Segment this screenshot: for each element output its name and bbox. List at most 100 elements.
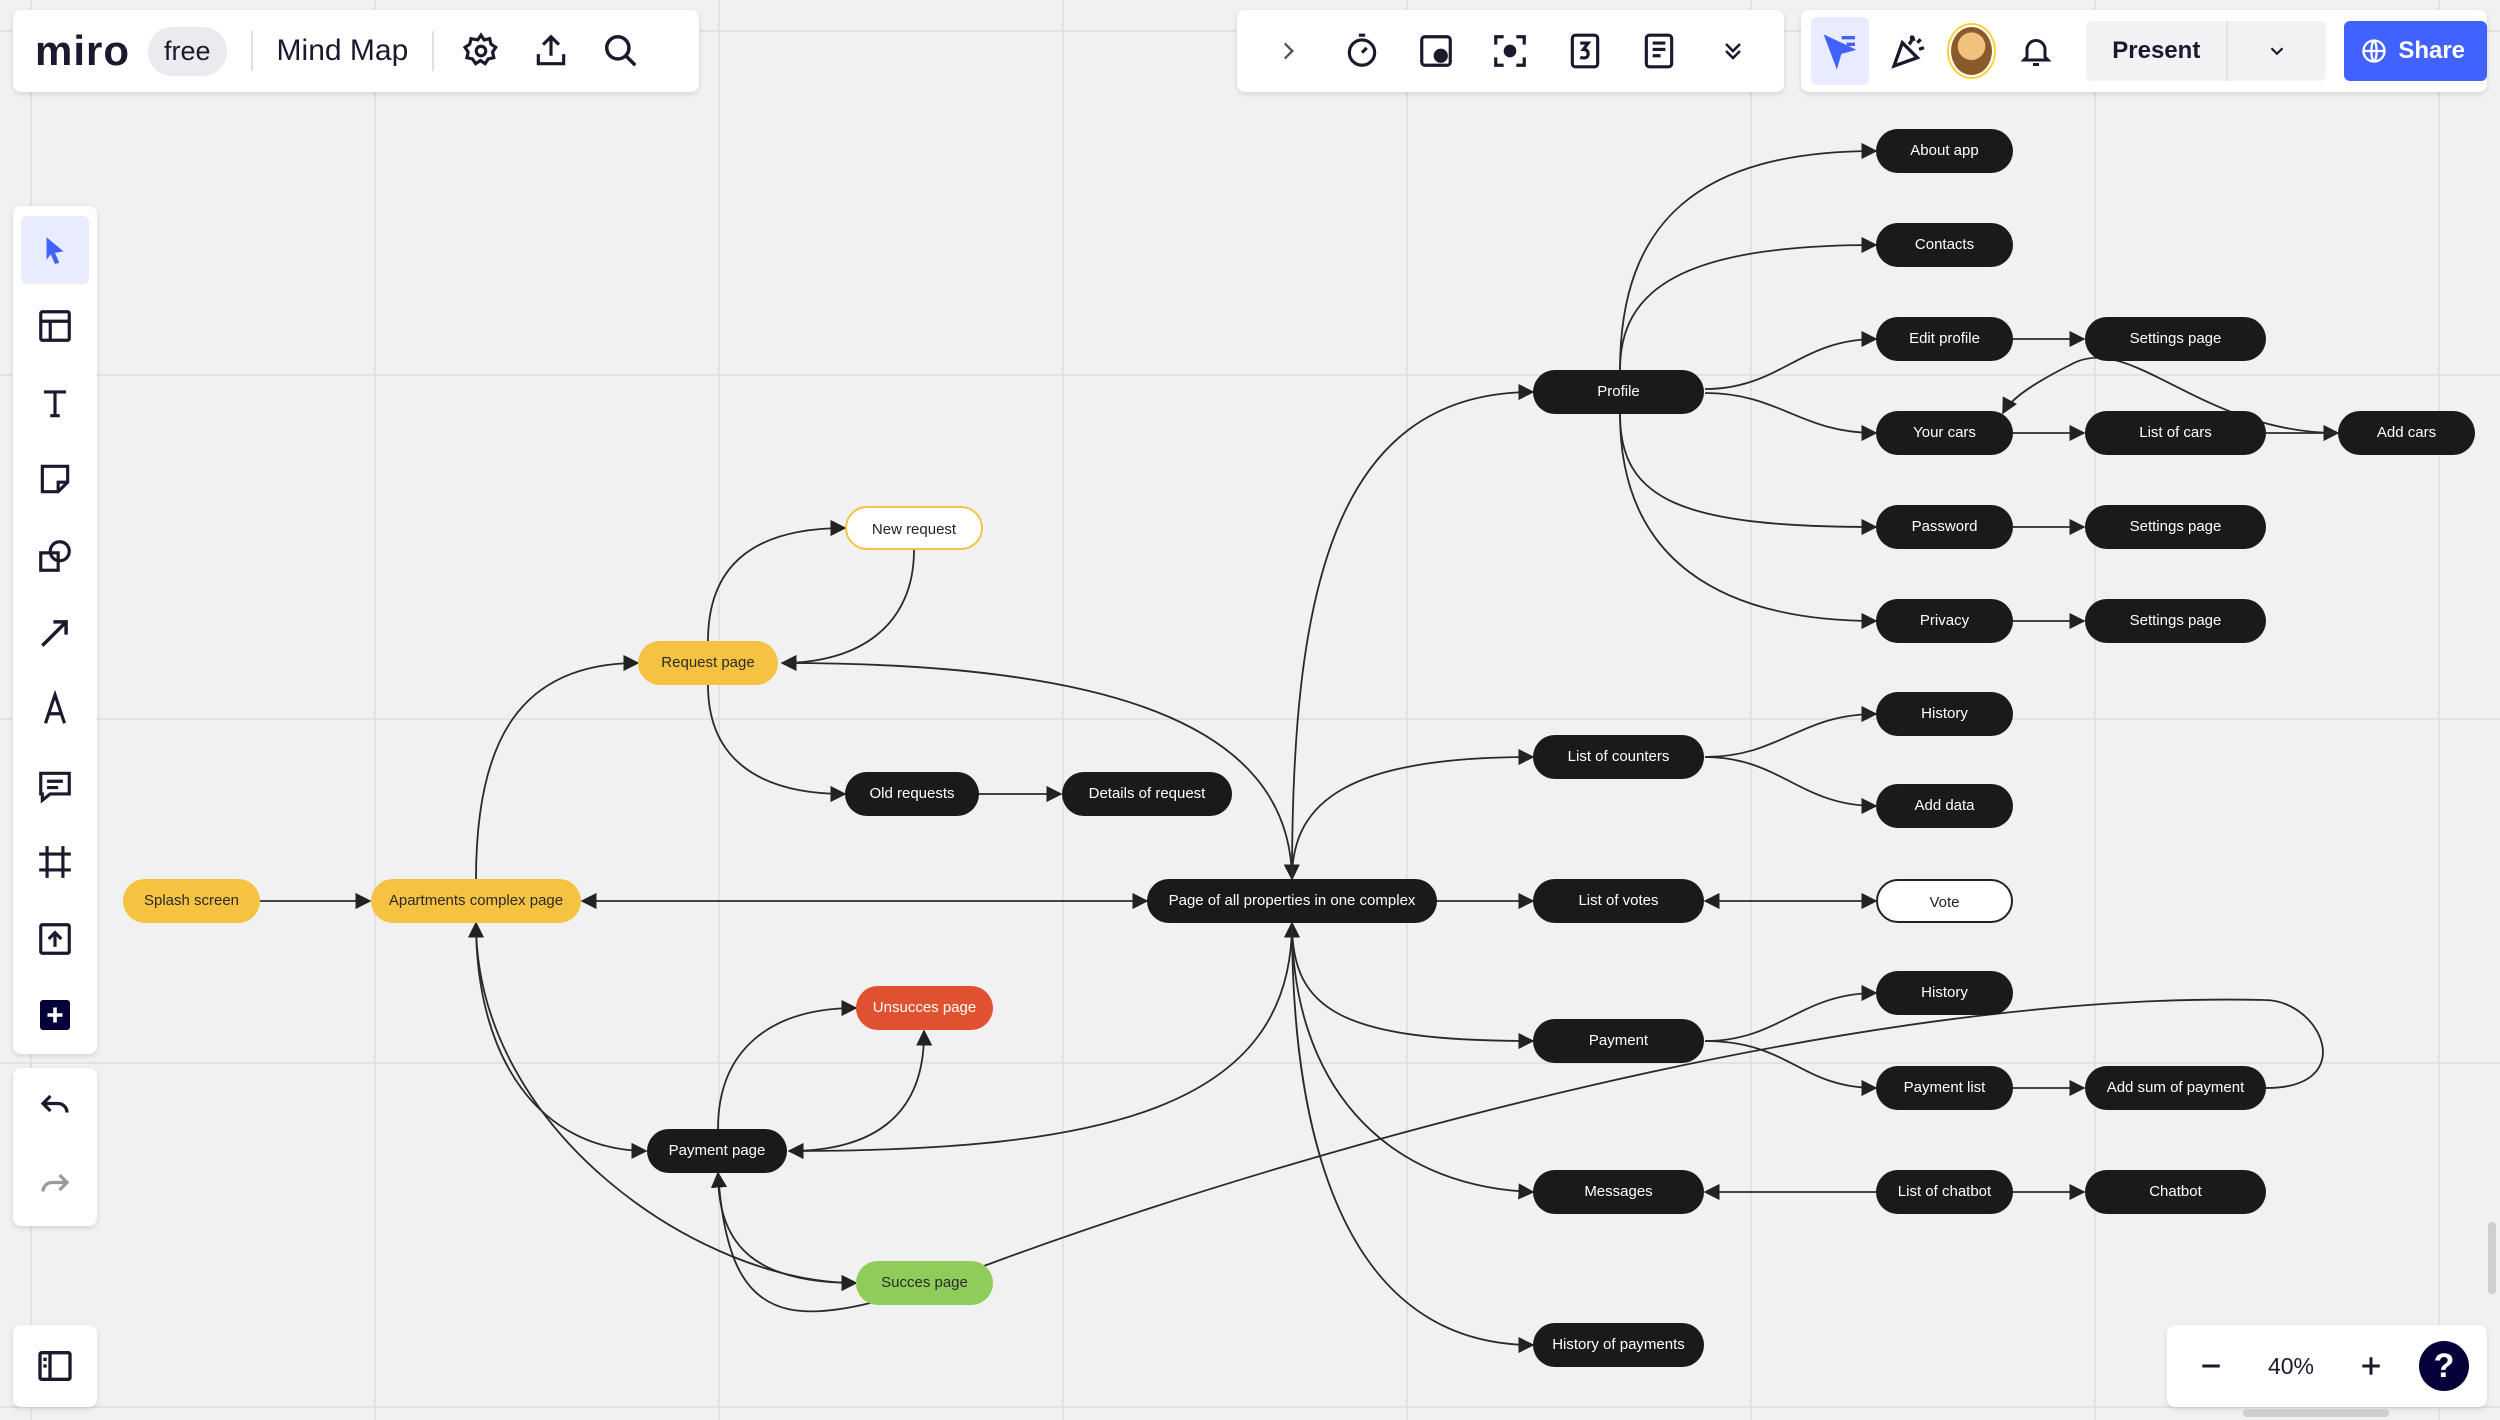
node-list-of-cars[interactable]: List of cars xyxy=(2085,411,2266,455)
node-history-counters[interactable]: History xyxy=(1876,692,2013,736)
frame-icon[interactable] xyxy=(21,828,89,896)
node-chatbot[interactable]: Chatbot xyxy=(2085,1170,2266,1214)
zoom-in-icon[interactable] xyxy=(2341,1336,2401,1396)
node-new-request[interactable]: New request xyxy=(845,506,983,550)
edge xyxy=(1704,392,1878,442)
avatar[interactable] xyxy=(1949,25,1994,77)
select-icon[interactable] xyxy=(21,216,89,284)
node-edit-profile[interactable]: Edit profile xyxy=(1876,317,2013,361)
edge xyxy=(1619,142,1878,371)
edge xyxy=(1291,922,1535,1354)
node-list-of-votes[interactable]: List of votes xyxy=(1533,879,1704,923)
edge xyxy=(787,921,1301,1160)
card-icon[interactable] xyxy=(1413,28,1459,74)
edge xyxy=(1704,330,1878,390)
node-settings-page-password[interactable]: Settings page xyxy=(2085,505,2266,549)
node-succes-page[interactable]: Succes page xyxy=(856,1261,993,1305)
globe-icon xyxy=(2362,39,2386,63)
node-settings-page-edit[interactable]: Settings page xyxy=(2085,317,2266,361)
node-add-data[interactable]: Add data xyxy=(1876,784,2013,828)
board-header: miro free Mind Map xyxy=(13,10,699,92)
node-list-of-counters[interactable]: List of counters xyxy=(1533,735,1704,779)
zoom-controls: 40% ? xyxy=(2167,1325,2487,1407)
bell-icon[interactable] xyxy=(2014,25,2058,77)
node-payment-page[interactable]: Payment page xyxy=(647,1129,787,1173)
comment-icon[interactable] xyxy=(21,752,89,820)
node-page-of-all-properties[interactable]: Page of all properties in one complex xyxy=(1147,879,1437,923)
share-label: Share xyxy=(2398,37,2466,64)
node-old-requests[interactable]: Old requests xyxy=(845,772,979,816)
node-request-page[interactable]: Request page xyxy=(638,641,778,685)
node-password[interactable]: Password xyxy=(1876,505,2013,549)
node-contacts[interactable]: Contacts xyxy=(1876,223,2013,267)
node-history-of-payments[interactable]: History of payments xyxy=(1533,1323,1704,1367)
divider xyxy=(432,31,435,71)
node-history-payment[interactable]: History xyxy=(1876,971,2013,1015)
edge xyxy=(1291,922,1535,1200)
node-add-cars[interactable]: Add cars xyxy=(2338,411,2475,455)
celebration-icon[interactable] xyxy=(1887,25,1931,77)
node-details-of-request[interactable]: Details of request xyxy=(1062,772,1232,816)
focus-icon[interactable] xyxy=(1487,28,1533,74)
miro-logo[interactable]: miro xyxy=(35,27,131,74)
templates-icon[interactable] xyxy=(21,293,89,361)
redo-icon[interactable] xyxy=(25,1157,85,1217)
undo-icon[interactable] xyxy=(25,1078,85,1138)
divider xyxy=(250,31,253,71)
node-unsucces-page[interactable]: Unsucces page xyxy=(856,986,993,1030)
edge xyxy=(1619,413,1878,630)
node-splash-screen[interactable]: Splash screen xyxy=(123,879,260,923)
edge xyxy=(780,549,915,672)
sticky-note-icon[interactable] xyxy=(21,446,89,514)
node-privacy[interactable]: Privacy xyxy=(1876,599,2013,643)
chevron-down-icon[interactable] xyxy=(2226,21,2326,81)
board-panel-button[interactable] xyxy=(13,1325,97,1407)
node-settings-page-privacy[interactable]: Settings page xyxy=(2085,599,2266,643)
notes-icon[interactable] xyxy=(1636,28,1682,74)
present-button[interactable]: Present xyxy=(2086,21,2327,81)
share-button[interactable]: Share xyxy=(2344,21,2488,81)
collaboration-cursor-icon[interactable] xyxy=(1811,17,1869,85)
node-your-cars[interactable]: Your cars xyxy=(1876,411,2013,455)
zoom-level[interactable]: 40% xyxy=(2267,1352,2315,1379)
shapes-icon[interactable] xyxy=(21,522,89,590)
node-add-sum-of-payment[interactable]: Add sum of payment xyxy=(2085,1066,2266,1110)
node-payment[interactable]: Payment xyxy=(1533,1019,1704,1063)
plan-badge[interactable]: free xyxy=(148,26,227,76)
help-button[interactable]: ? xyxy=(2419,1341,2469,1391)
node-vote[interactable]: Vote xyxy=(1876,879,2013,923)
arrow-icon[interactable] xyxy=(21,599,89,667)
node-messages[interactable]: Messages xyxy=(1533,1170,1704,1214)
edge xyxy=(1291,383,1535,880)
zoom-out-icon[interactable] xyxy=(2181,1336,2241,1396)
edge xyxy=(710,998,2324,1313)
edge xyxy=(1704,984,1878,1042)
edge xyxy=(717,999,858,1130)
search-icon[interactable] xyxy=(598,28,644,74)
timer-icon[interactable] xyxy=(1339,28,1385,74)
edge xyxy=(1704,705,1878,758)
edge xyxy=(707,684,847,803)
text-icon[interactable] xyxy=(21,369,89,437)
present-label: Present xyxy=(2112,37,2201,64)
node-profile[interactable]: Profile xyxy=(1533,370,1704,414)
pen-icon[interactable] xyxy=(21,675,89,743)
node-payment-list[interactable]: Payment list xyxy=(1876,1066,2013,1110)
node-list-of-chatbot[interactable]: List of chatbot xyxy=(1876,1170,2013,1214)
edge xyxy=(1291,748,1535,880)
add-icon[interactable] xyxy=(21,981,89,1049)
upload-icon[interactable] xyxy=(528,28,574,74)
edge xyxy=(788,1029,933,1152)
vertical-scrollbar[interactable] xyxy=(2488,1222,2496,1294)
upload-icon[interactable] xyxy=(21,905,89,973)
node-about-app[interactable]: About app xyxy=(1876,129,2013,173)
double-chevron-icon[interactable] xyxy=(1710,28,1756,74)
edge xyxy=(717,1172,858,1292)
board-name[interactable]: Mind Map xyxy=(276,34,409,67)
chevron-right-icon[interactable] xyxy=(1265,28,1311,74)
node-apartments-complex-page[interactable]: Apartments complex page xyxy=(371,879,581,923)
edge xyxy=(475,922,648,1159)
count-icon[interactable] xyxy=(1562,28,1608,74)
horizontal-scrollbar[interactable] xyxy=(2243,1409,2389,1417)
settings-icon[interactable] xyxy=(458,28,504,74)
